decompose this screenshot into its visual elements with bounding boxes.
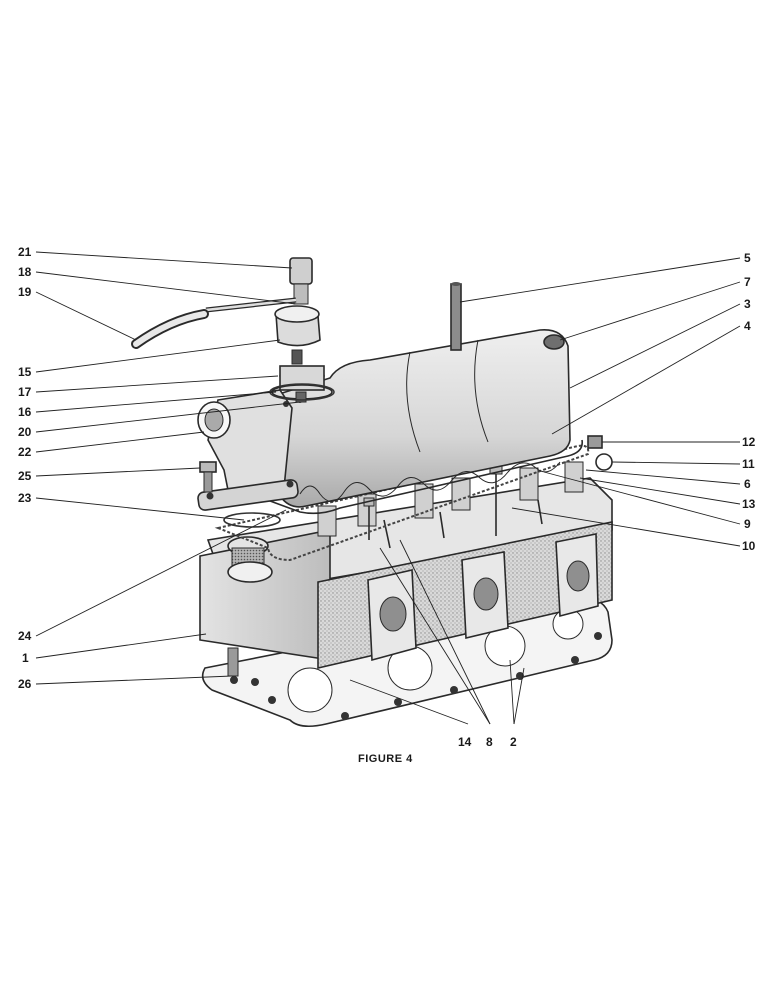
- callout-21: 21: [18, 245, 32, 259]
- figure-caption: FIGURE 4: [358, 753, 413, 765]
- callout-23: 23: [18, 491, 32, 505]
- callout-18: 18: [18, 265, 32, 279]
- callout-26: 26: [18, 677, 32, 691]
- callout-9: 9: [744, 517, 751, 531]
- callout-16: 16: [18, 405, 32, 419]
- callout-22: 22: [18, 445, 32, 459]
- head-gasket: [201, 595, 613, 728]
- callout-17: 17: [18, 385, 32, 399]
- cylinder-head: [199, 461, 613, 677]
- stud: [227, 647, 239, 677]
- callout-14: 14: [458, 735, 472, 749]
- thermostat: [227, 536, 273, 583]
- rocker-pedestals: [317, 461, 584, 549]
- callout-13: 13: [742, 497, 756, 511]
- callout-10: 10: [742, 539, 756, 553]
- filler-cap: [543, 334, 565, 350]
- callout-11: 11: [742, 457, 755, 471]
- rocker-cover: [248, 282, 584, 515]
- outlet-gasket: [269, 383, 335, 401]
- plug-and-washer: [587, 435, 613, 471]
- heater-valve-assembly: [131, 257, 333, 403]
- outlet-bolt: [199, 461, 217, 493]
- callout-7: 7: [744, 275, 751, 289]
- inlet-port-3: [555, 533, 599, 618]
- callout-8: 8: [486, 735, 493, 749]
- callout-15: 15: [18, 365, 32, 379]
- callout-1: 1: [22, 651, 29, 665]
- callout-19: 19: [18, 285, 32, 299]
- callout-3: 3: [744, 297, 751, 311]
- callout-4: 4: [744, 319, 751, 333]
- breather-pipe: [450, 282, 462, 351]
- callout-25: 25: [18, 469, 32, 483]
- callout-6: 6: [744, 477, 751, 491]
- water-outlet-elbow: [197, 389, 303, 511]
- leader-lines: [35, 251, 741, 725]
- callout-20: 20: [18, 425, 32, 439]
- inlet-port-1: [367, 569, 417, 662]
- callout-12: 12: [742, 435, 756, 449]
- callout-5: 5: [744, 251, 751, 265]
- callout-2: 2: [510, 735, 517, 749]
- callout-labels: 21 18 19 15 17 16 20 22 25 23 24 1 26 5 …: [18, 245, 756, 749]
- callout-24: 24: [18, 629, 32, 643]
- thermostat-gasket: [223, 512, 281, 528]
- inlet-port-2: [461, 551, 509, 640]
